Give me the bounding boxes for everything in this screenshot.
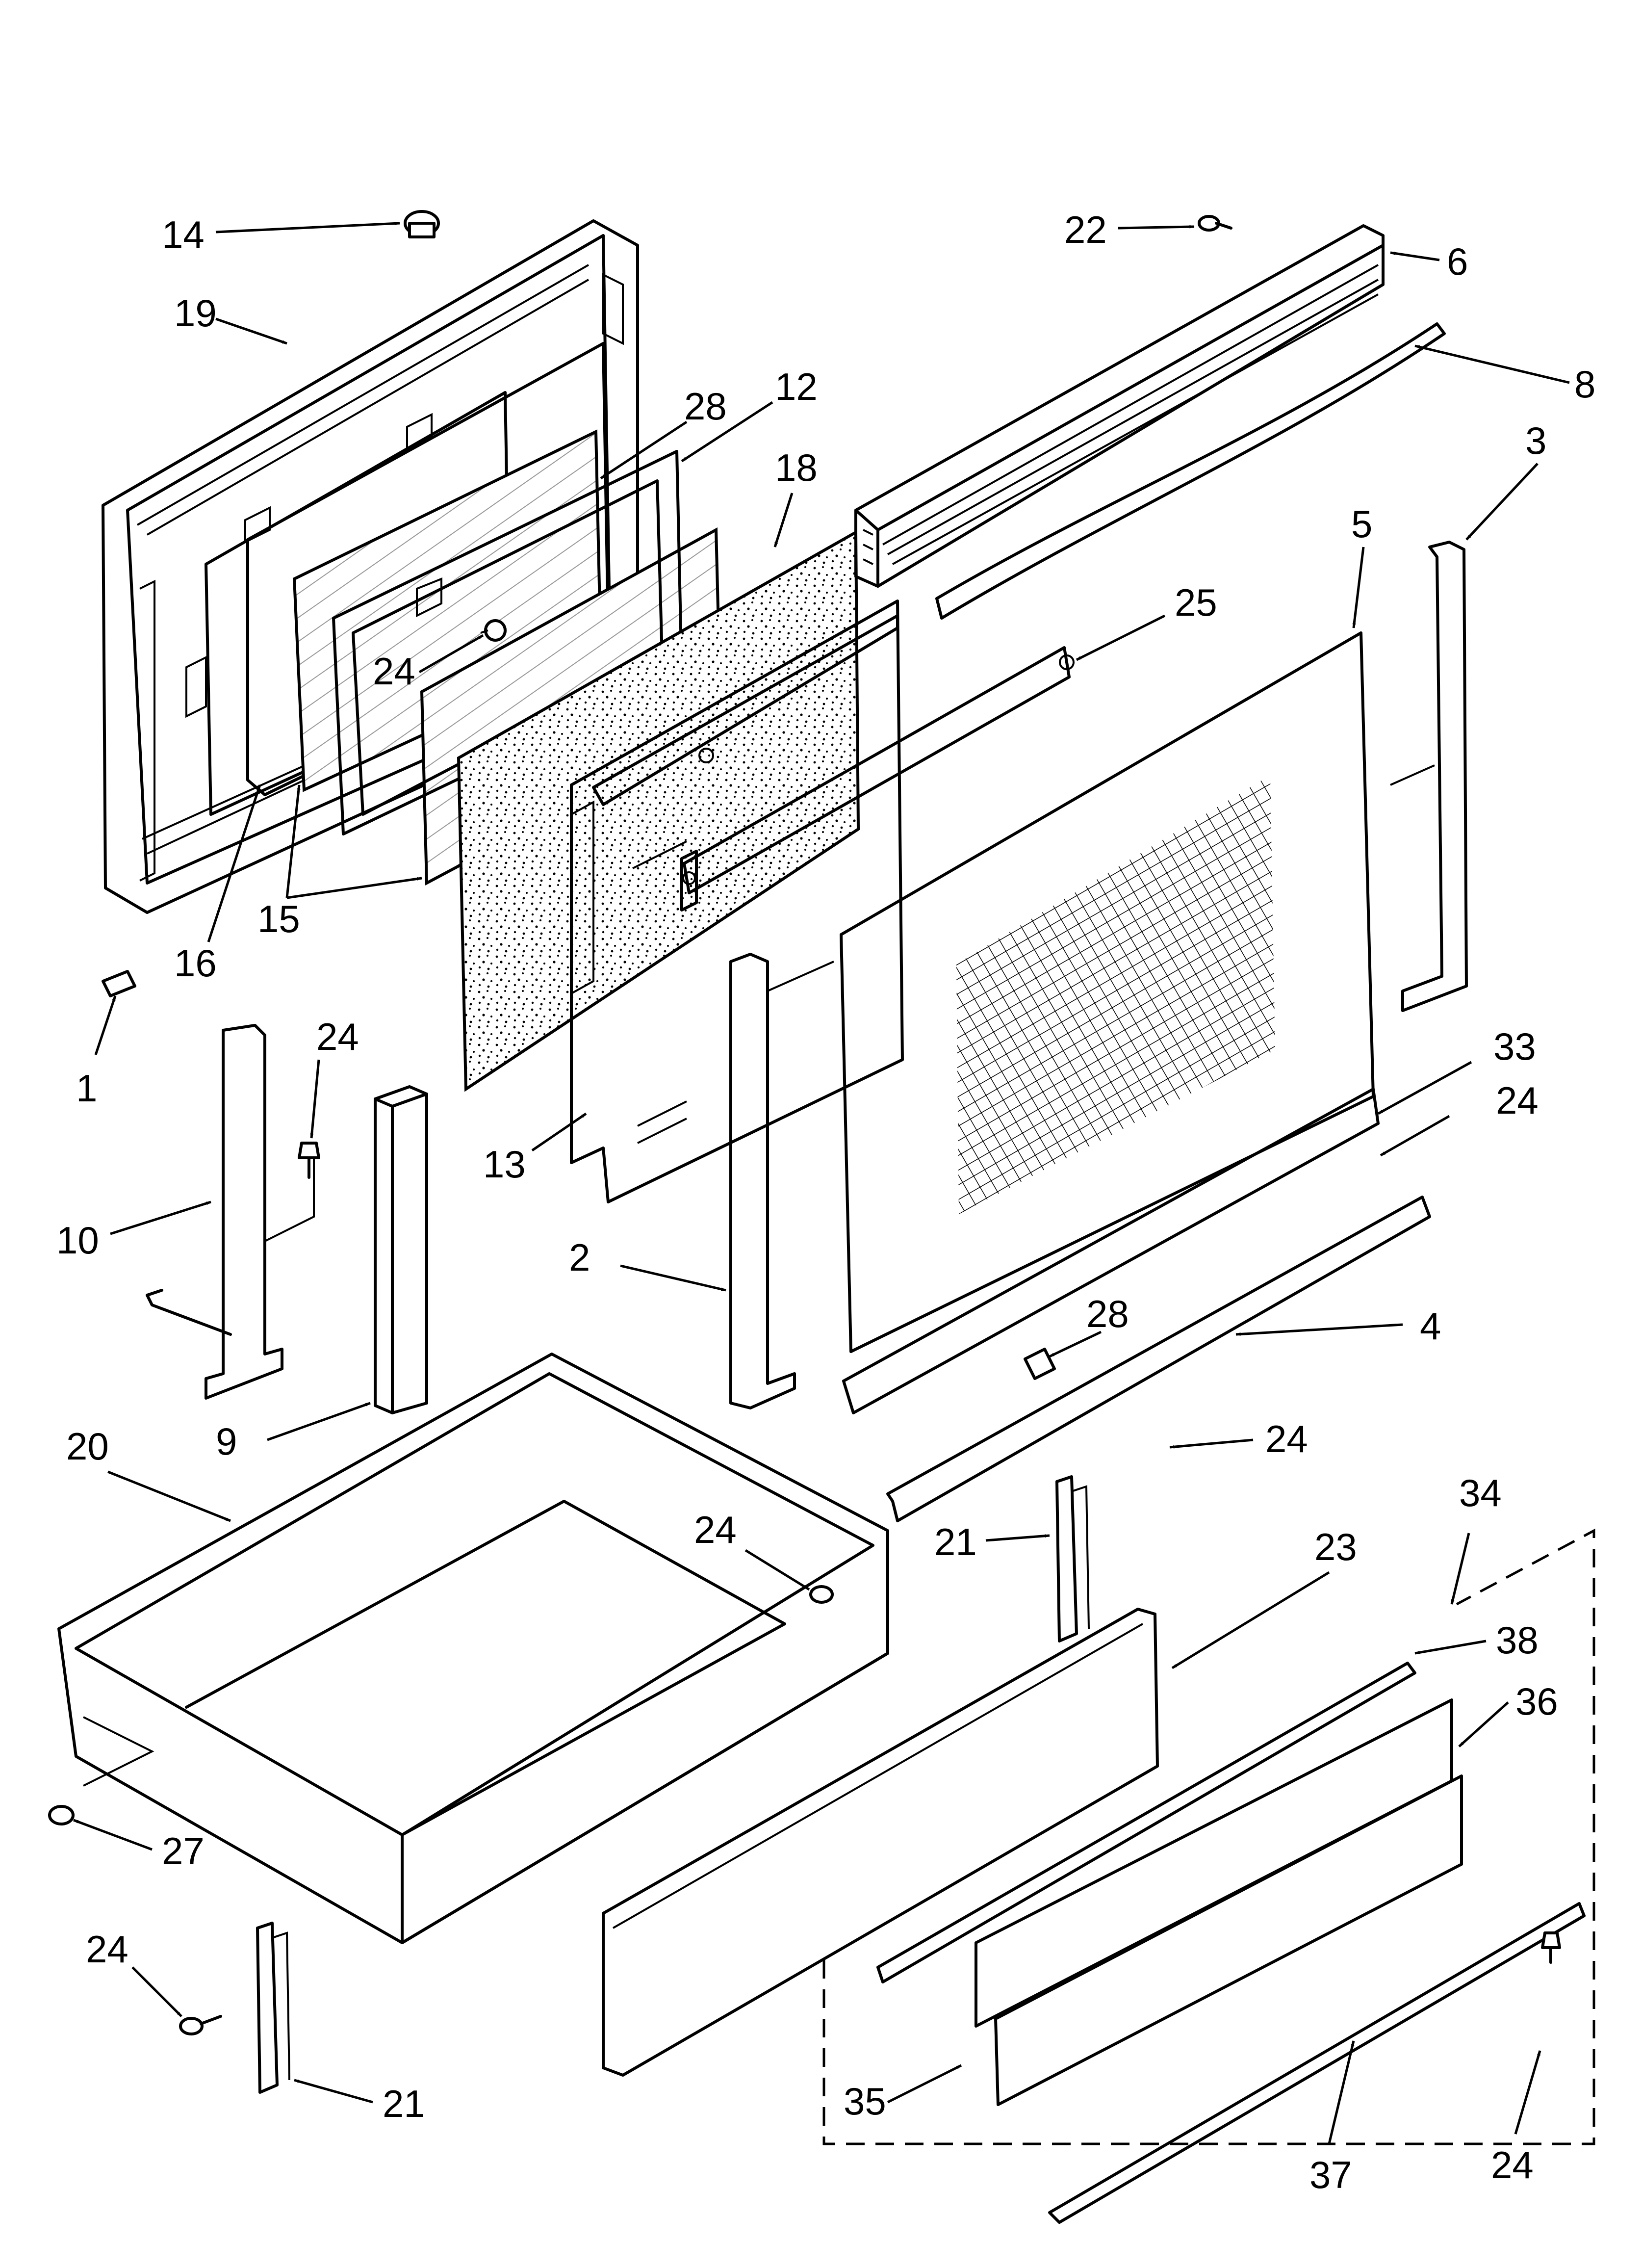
callout-23: 23	[1314, 1525, 1357, 1568]
bottom-rail	[886, 1196, 1431, 1522]
panel-screw	[1198, 215, 1232, 232]
trim-post	[374, 1085, 428, 1414]
callout-33: 33	[1493, 1025, 1536, 1068]
control-panel-vent	[854, 224, 1385, 588]
callout-38: 38	[1496, 1618, 1539, 1662]
callout-labels: 14 19 28 12 18 24 16 15 1 22 6 8 3 5 25 …	[56, 208, 1595, 2196]
callout-21: 21	[383, 2082, 425, 2125]
callout-34: 34	[1459, 1471, 1502, 1514]
callout-37: 37	[1309, 2153, 1352, 2196]
callout-24: 24	[1496, 1079, 1539, 1122]
handle-bracket	[680, 646, 1075, 912]
callout-21: 21	[934, 1520, 977, 1564]
screw-frame	[480, 619, 507, 642]
callout-1: 1	[76, 1067, 97, 1110]
lower-door-bracket	[842, 1088, 1380, 1414]
callout-24: 24	[694, 1508, 737, 1551]
callout-25: 25	[1175, 581, 1217, 624]
callout-4: 4	[1420, 1304, 1441, 1348]
callout-12: 12	[775, 365, 818, 408]
right-side-trim	[1390, 541, 1468, 1012]
callout-22: 22	[1064, 208, 1107, 251]
callout-9: 9	[216, 1420, 237, 1463]
drawer-stop	[48, 1805, 75, 1825]
drawer-slide-bracket-lower	[256, 1922, 290, 2094]
callout-5: 5	[1351, 502, 1372, 546]
door-insulation	[457, 529, 860, 1092]
callout-19: 19	[174, 291, 217, 335]
callout-20: 20	[66, 1425, 109, 1468]
callout-14: 14	[162, 213, 205, 256]
callout-24: 24	[86, 1928, 128, 1971]
door-handle	[935, 322, 1446, 620]
callout-10: 10	[56, 1219, 99, 1262]
callout-24: 24	[316, 1015, 359, 1058]
door-bumper	[404, 210, 440, 238]
callout-27: 27	[162, 1829, 205, 1873]
drawer-top-rail	[876, 1662, 1416, 1983]
callout-24: 24	[1265, 1417, 1308, 1460]
inner-door-liner	[570, 600, 904, 1203]
drawer-glass-panel-35	[994, 1774, 1463, 2106]
small-clip	[1024, 1348, 1056, 1380]
callout-2: 2	[569, 1236, 590, 1279]
drawer-glass-panel-36	[975, 1698, 1453, 2028]
leader-lines	[73, 221, 1570, 2144]
callout-16: 16	[174, 941, 217, 985]
drawer-slide-bracket-upper	[1055, 1475, 1090, 1642]
storage-drawer	[57, 1353, 889, 1944]
callout-6: 6	[1447, 240, 1468, 283]
callout-24: 24	[1491, 2143, 1534, 2187]
callout-13: 13	[483, 1143, 526, 1186]
drawer-trim-kit-outline	[822, 1528, 1595, 2145]
screw-drawer	[809, 1585, 834, 1604]
callout-15: 15	[257, 897, 300, 940]
screw-right	[1541, 1931, 1561, 1964]
door-clip	[102, 970, 136, 997]
callout-28: 28	[1086, 1292, 1129, 1335]
screw-lower-left	[179, 2015, 222, 2035]
callout-18: 18	[775, 446, 818, 489]
callout-8: 8	[1574, 363, 1595, 406]
left-side-bracket	[146, 1024, 315, 1400]
screw-left	[298, 1142, 320, 1179]
callout-35: 35	[844, 2080, 886, 2123]
callout-36: 36	[1515, 1680, 1558, 1723]
center-trim	[729, 953, 834, 1409]
callout-3: 3	[1525, 419, 1546, 462]
drawer-bottom-rail	[1048, 1902, 1586, 2224]
drawer-front-panel	[602, 1608, 1159, 2077]
inner-door-panel	[840, 631, 1375, 1353]
callout-28: 28	[684, 385, 727, 428]
callout-24: 24	[373, 650, 415, 693]
